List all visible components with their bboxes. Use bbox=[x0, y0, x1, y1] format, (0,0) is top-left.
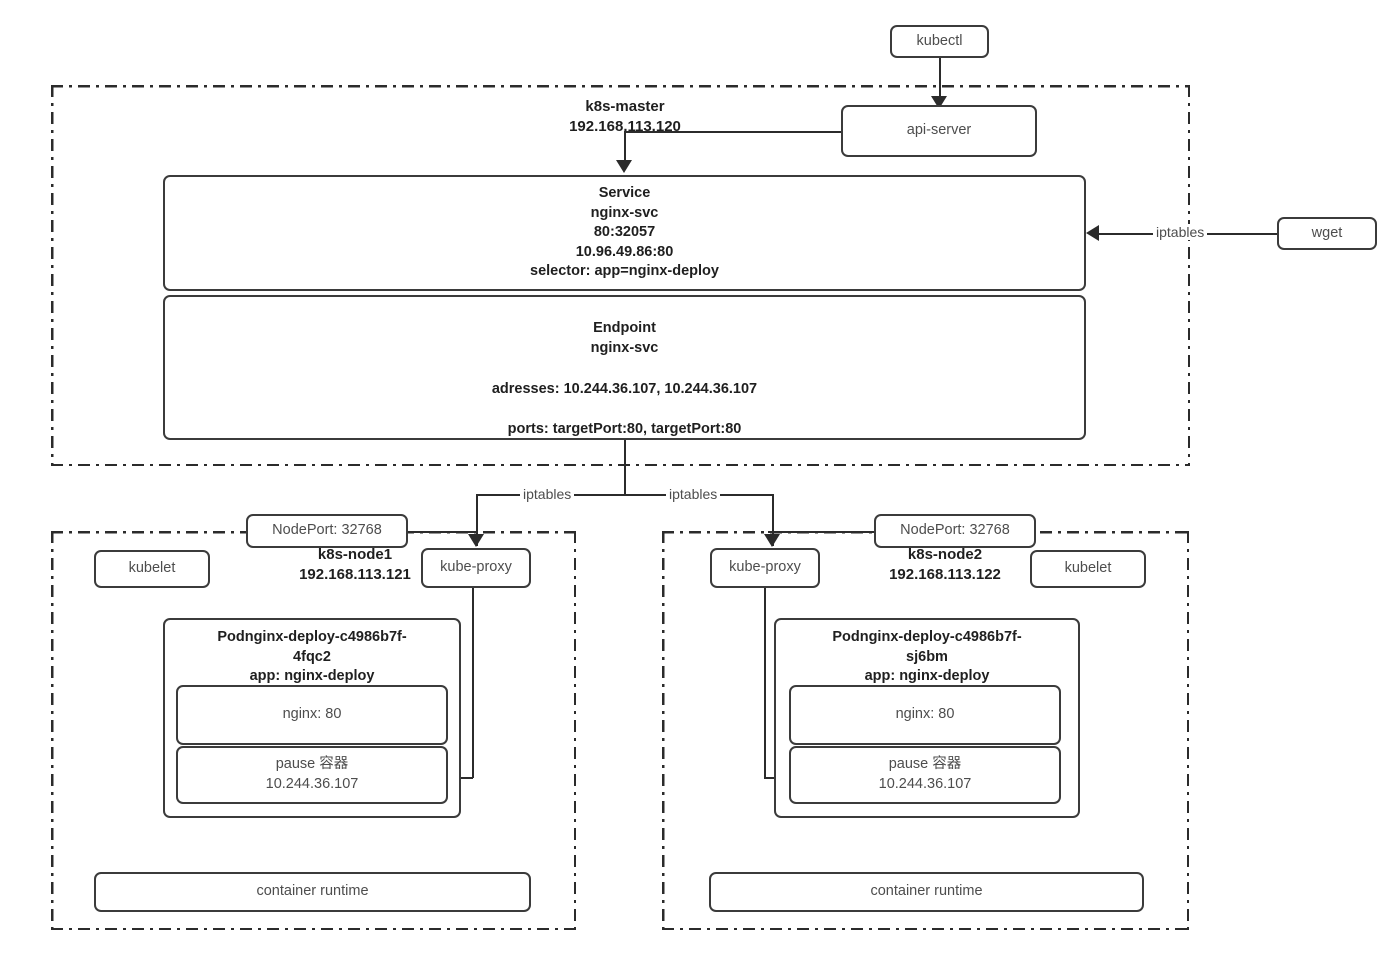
node2-pod-name-line2: sj6bm bbox=[906, 648, 948, 665]
node2-container-nginx[interactable]: nginx: 80 bbox=[789, 685, 1061, 745]
node2-nginx-label: nginx: 80 bbox=[895, 706, 955, 723]
edge-kubectl-apiserver bbox=[939, 58, 941, 103]
endpoint-kind: Endpoint bbox=[593, 320, 656, 336]
edge-endpoint-down bbox=[624, 440, 626, 495]
node2-nodeport-label: NodePort: 32768 bbox=[900, 522, 1010, 539]
service-cluster-ip: 10.96.49.86:80 bbox=[575, 243, 674, 260]
node2-kube-proxy-box[interactable]: kube-proxy bbox=[710, 548, 820, 588]
k8s-node2-ip: 192.168.113.122 bbox=[889, 566, 1001, 584]
node1-container-runtime-label: container runtime bbox=[256, 883, 369, 900]
node1-nodeport-label: NodePort: 32768 bbox=[272, 522, 382, 539]
service-box[interactable]: Service nginx-svc 80:32057 10.96.49.86:8… bbox=[163, 175, 1086, 291]
edge-to-node2-proxy bbox=[772, 494, 774, 546]
node1-kube-proxy-label: kube-proxy bbox=[440, 559, 512, 576]
wget-label: wget bbox=[1311, 224, 1343, 241]
edge-node1-proxy-to-pod-h bbox=[456, 777, 473, 779]
service-kind: Service bbox=[598, 185, 651, 202]
node1-nginx-label: nginx: 80 bbox=[282, 706, 342, 723]
kubectl-label: kubectl bbox=[916, 32, 963, 49]
edge-node2-proxy-to-pod-h bbox=[764, 777, 780, 779]
k8s-master-title: k8s-master 192.168.113.120 bbox=[505, 97, 745, 138]
node1-container-pause[interactable]: pause 容器 10.244.36.107 bbox=[176, 746, 448, 804]
edge-node1-nodeport-proxy bbox=[406, 531, 478, 533]
k8s-node2-name: k8s-node2 bbox=[907, 546, 983, 563]
node1-pod-name-line1: Podnginx-deploy-c4986b7f- bbox=[217, 629, 407, 645]
node2-pod-name-line1: Podnginx-deploy-c4986b7f- bbox=[832, 629, 1022, 645]
service-name: nginx-svc bbox=[590, 204, 659, 221]
k8s-node2-title: k8s-node2 192.168.113.122 bbox=[795, 545, 1095, 586]
node1-pod-name-line2: 4fqc2 bbox=[293, 648, 331, 665]
edge-apiserver-service-h bbox=[624, 131, 842, 133]
k8s-master-ip: 192.168.113.120 bbox=[569, 118, 681, 136]
endpoint-name: nginx-svc bbox=[590, 339, 659, 356]
node1-container-runtime-box[interactable]: container runtime bbox=[94, 872, 531, 912]
node1-kubelet-box[interactable]: kubelet bbox=[94, 550, 210, 588]
k8s-node1-ip: 192.168.113.121 bbox=[299, 566, 411, 584]
edge-node2-proxy-to-pod-v bbox=[764, 588, 766, 778]
arrow-apiserver-service bbox=[616, 160, 632, 173]
k8s-master-name: k8s-master bbox=[585, 98, 665, 115]
node1-pause-label: pause 容器 bbox=[275, 756, 349, 773]
endpoint-box[interactable]: Endpoint nginx-svc adresses: 10.244.36.1… bbox=[163, 295, 1086, 440]
edge-label-iptables-node2: iptables bbox=[666, 486, 721, 502]
wget-box[interactable]: wget bbox=[1277, 217, 1377, 250]
node2-pause-ip: 10.244.36.107 bbox=[878, 776, 972, 792]
endpoint-ports: ports: targetPort:80, targetPort:80 bbox=[507, 420, 742, 437]
service-ports: 80:32057 bbox=[593, 224, 656, 241]
node2-kubelet-box[interactable]: kubelet bbox=[1030, 550, 1146, 588]
edge-node2-nodeport-proxy bbox=[768, 531, 876, 533]
node2-pause-label: pause 容器 bbox=[888, 756, 962, 773]
edge-node1-proxy-to-pod-v bbox=[472, 588, 474, 778]
node2-container-runtime-box[interactable]: container runtime bbox=[709, 872, 1144, 912]
k8s-node1-name: k8s-node1 bbox=[317, 546, 393, 563]
edge-to-node1-proxy bbox=[476, 494, 478, 546]
node1-pod-app-label: app: nginx-deploy bbox=[249, 668, 375, 685]
node2-container-runtime-label: container runtime bbox=[870, 883, 983, 900]
node2-pod-app-label: app: nginx-deploy bbox=[864, 668, 990, 685]
edge-label-iptables-node1: iptables bbox=[520, 486, 575, 502]
arrow-node2-kube-proxy bbox=[764, 534, 780, 547]
node1-pause-ip: 10.244.36.107 bbox=[265, 776, 359, 792]
edge-label-iptables-wget: iptables bbox=[1153, 224, 1208, 240]
arrow-wget-service bbox=[1086, 225, 1099, 241]
node2-container-pause[interactable]: pause 容器 10.244.36.107 bbox=[789, 746, 1061, 804]
api-server-label: api-server bbox=[906, 122, 972, 139]
node1-kubelet-label: kubelet bbox=[128, 560, 176, 577]
node1-nodeport-box[interactable]: NodePort: 32768 bbox=[246, 514, 408, 548]
node2-kubelet-label: kubelet bbox=[1064, 560, 1112, 577]
kubectl-box[interactable]: kubectl bbox=[890, 25, 989, 58]
node2-nodeport-box[interactable]: NodePort: 32768 bbox=[874, 514, 1036, 548]
node2-kube-proxy-label: kube-proxy bbox=[729, 559, 801, 576]
edge-apiserver-service-v bbox=[624, 131, 626, 165]
arrow-node1-kube-proxy bbox=[468, 534, 484, 547]
api-server-box[interactable]: api-server bbox=[841, 105, 1037, 157]
node1-container-nginx[interactable]: nginx: 80 bbox=[176, 685, 448, 745]
endpoint-addresses: adresses: 10.244.36.107, 10.244.36.107 bbox=[491, 381, 758, 398]
service-selector: selector: app=nginx-deploy bbox=[530, 263, 719, 280]
node1-kube-proxy-box[interactable]: kube-proxy bbox=[421, 548, 531, 588]
k8s-node1-title: k8s-node1 192.168.113.121 bbox=[205, 545, 505, 586]
